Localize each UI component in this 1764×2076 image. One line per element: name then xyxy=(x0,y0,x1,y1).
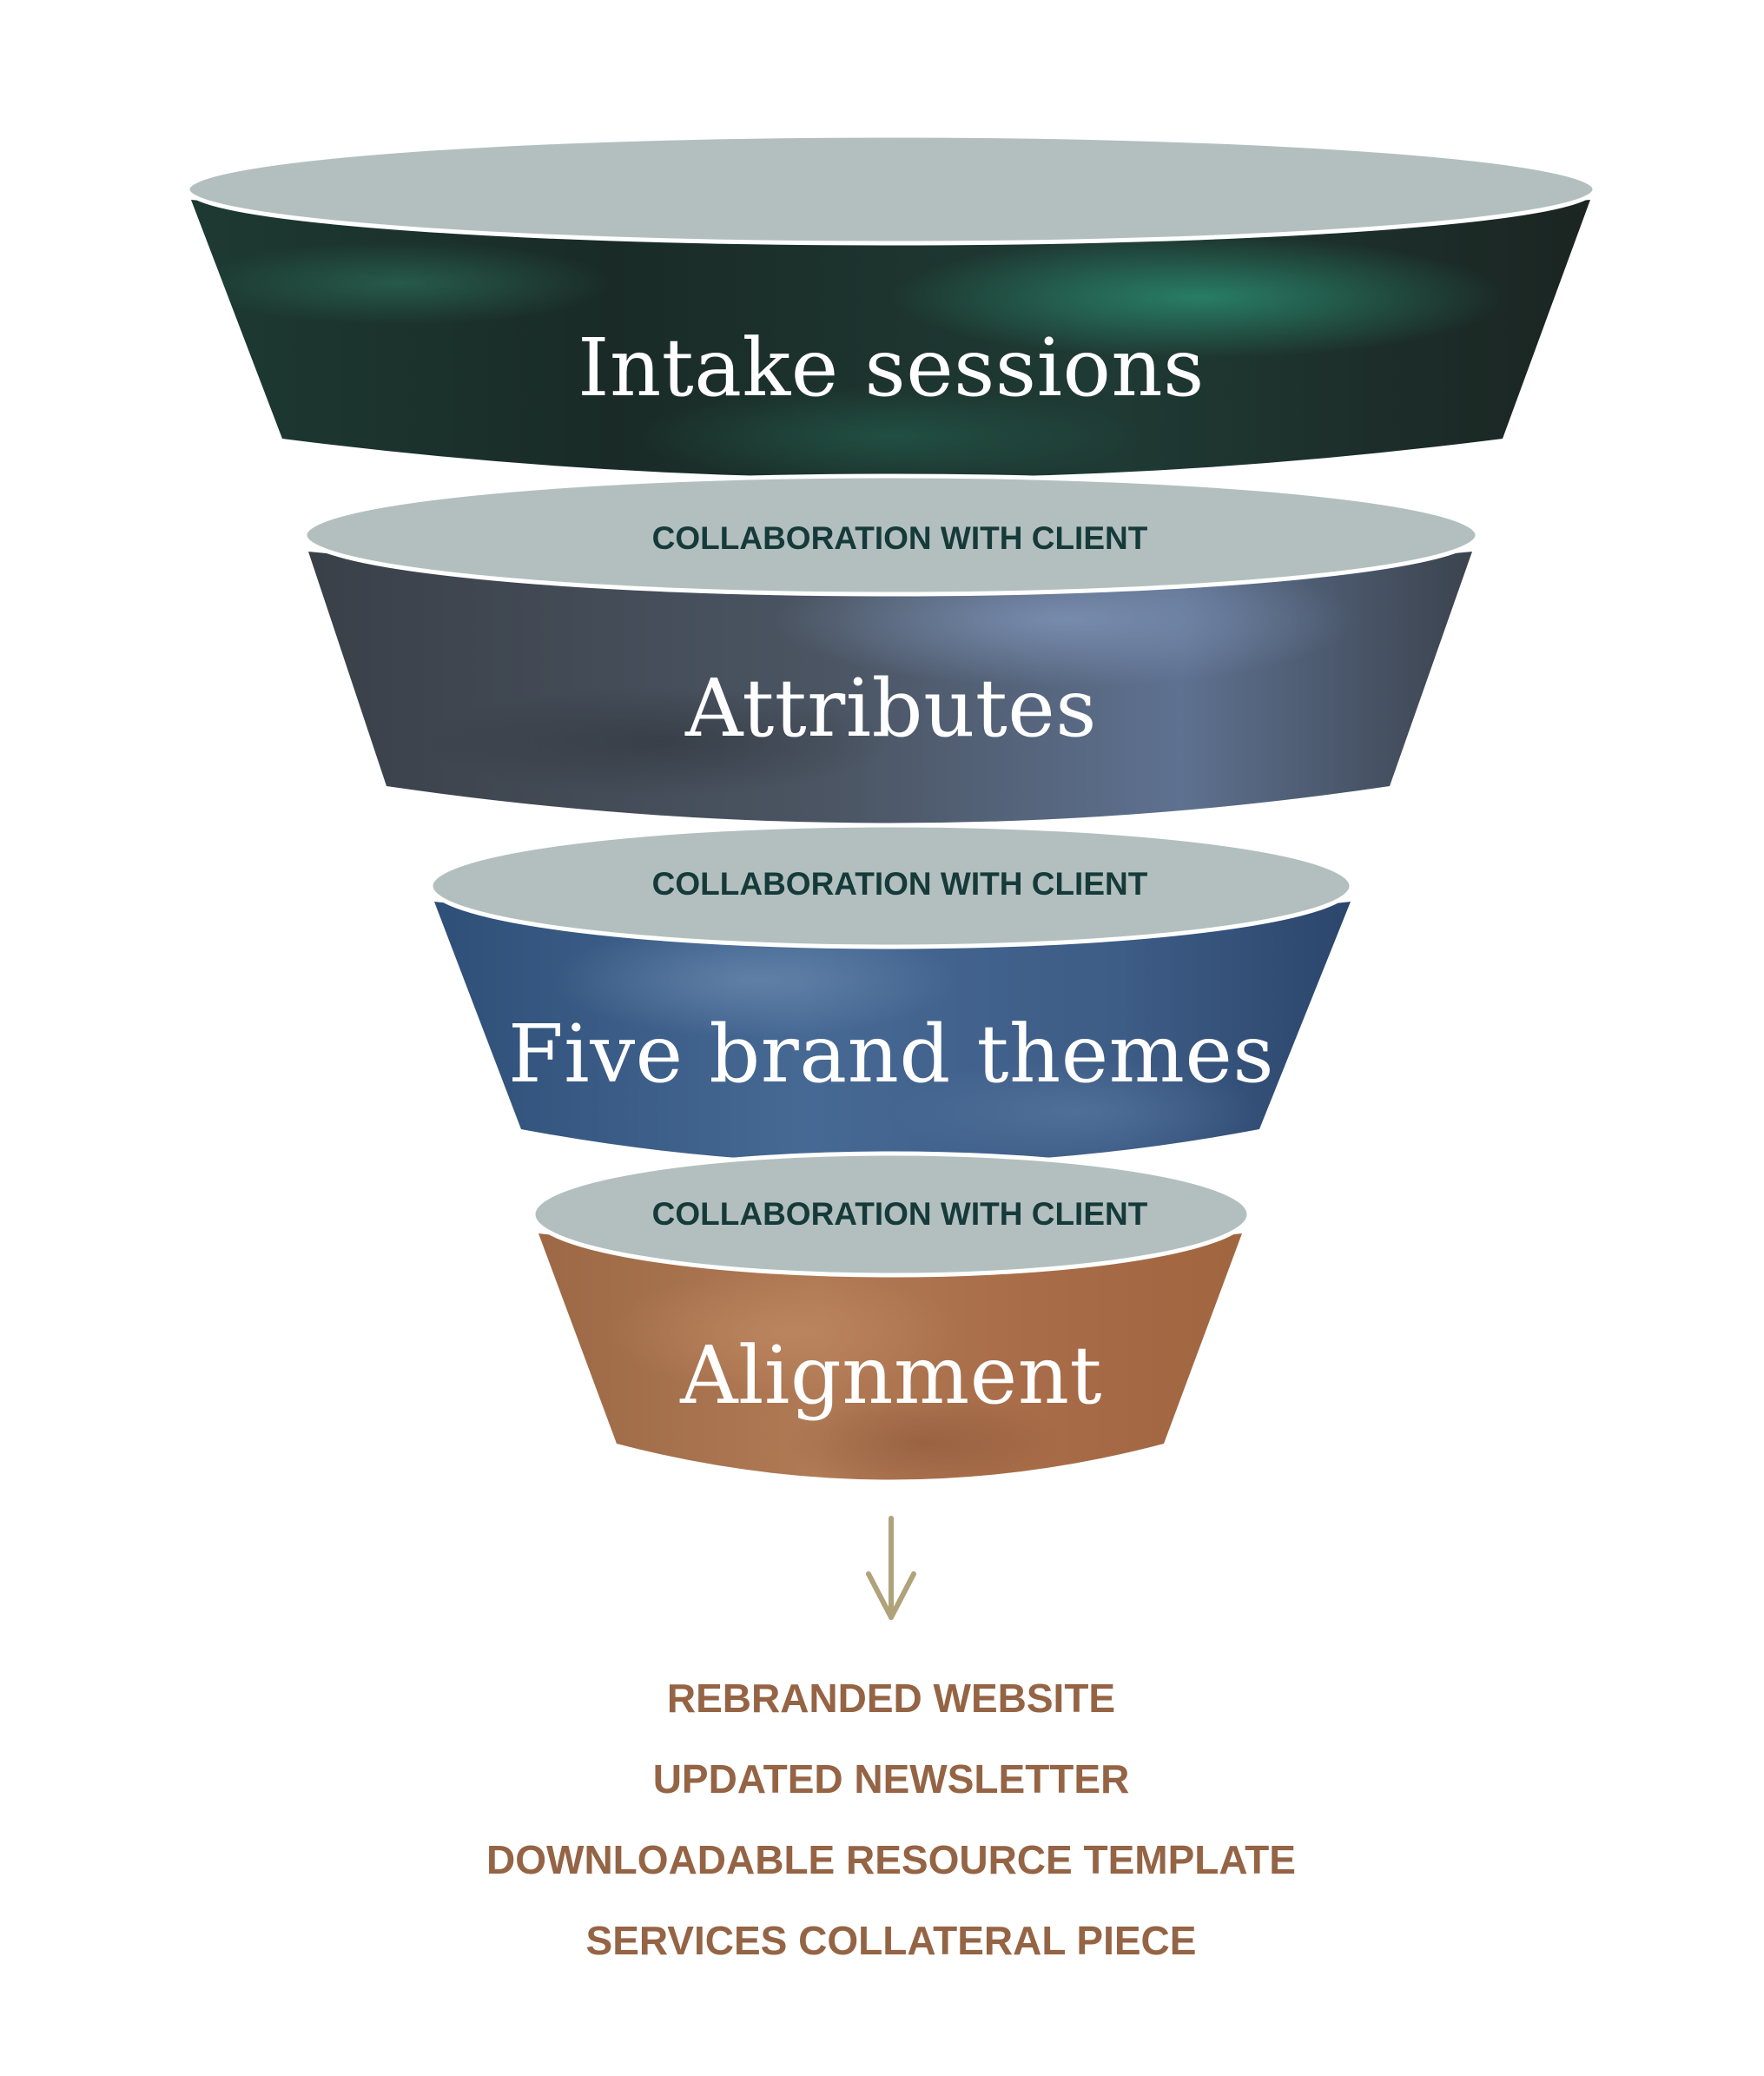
stage-label: Alignment xyxy=(679,1329,1102,1422)
output-item: REBRANDED WEBSITE xyxy=(667,1676,1115,1721)
funnel-stage-five-brand-themes: COLLABORATION WITH CLIENT Five brand the… xyxy=(428,823,1354,1164)
stage-rim xyxy=(185,133,1597,246)
funnel-stage-attributes: COLLABORATION WITH CLIENT Attributes xyxy=(302,473,1480,823)
funnel-stage-alignment: COLLABORATION WITH CLIENT Alignment xyxy=(531,1151,1252,1480)
stage-label: Intake sessions xyxy=(578,321,1205,414)
collaboration-label: COLLABORATION WITH CLIENT xyxy=(652,1196,1148,1232)
output-item: DOWNLOADABLE RESOURCE TEMPLATE xyxy=(486,1837,1296,1882)
output-item: SERVICES COLLATERAL PIECE xyxy=(586,1918,1197,1963)
stage-rim xyxy=(302,473,1480,597)
stage-rim xyxy=(428,823,1354,949)
stage-rim xyxy=(531,1151,1252,1278)
outputs-list: REBRANDED WEBSITE UPDATED NEWSLETTER DOW… xyxy=(486,1676,1296,1963)
funnel-stage-intake-sessions: Intake sessions xyxy=(185,133,1597,478)
collaboration-label: COLLABORATION WITH CLIENT xyxy=(652,866,1148,902)
output-item: UPDATED NEWSLETTER xyxy=(653,1756,1130,1802)
down-arrow-icon xyxy=(866,1516,916,1620)
stage-label: Attributes xyxy=(684,662,1097,755)
stage-label: Five brand themes xyxy=(508,1008,1274,1101)
collaboration-label: COLLABORATION WITH CLIENT xyxy=(652,520,1148,556)
